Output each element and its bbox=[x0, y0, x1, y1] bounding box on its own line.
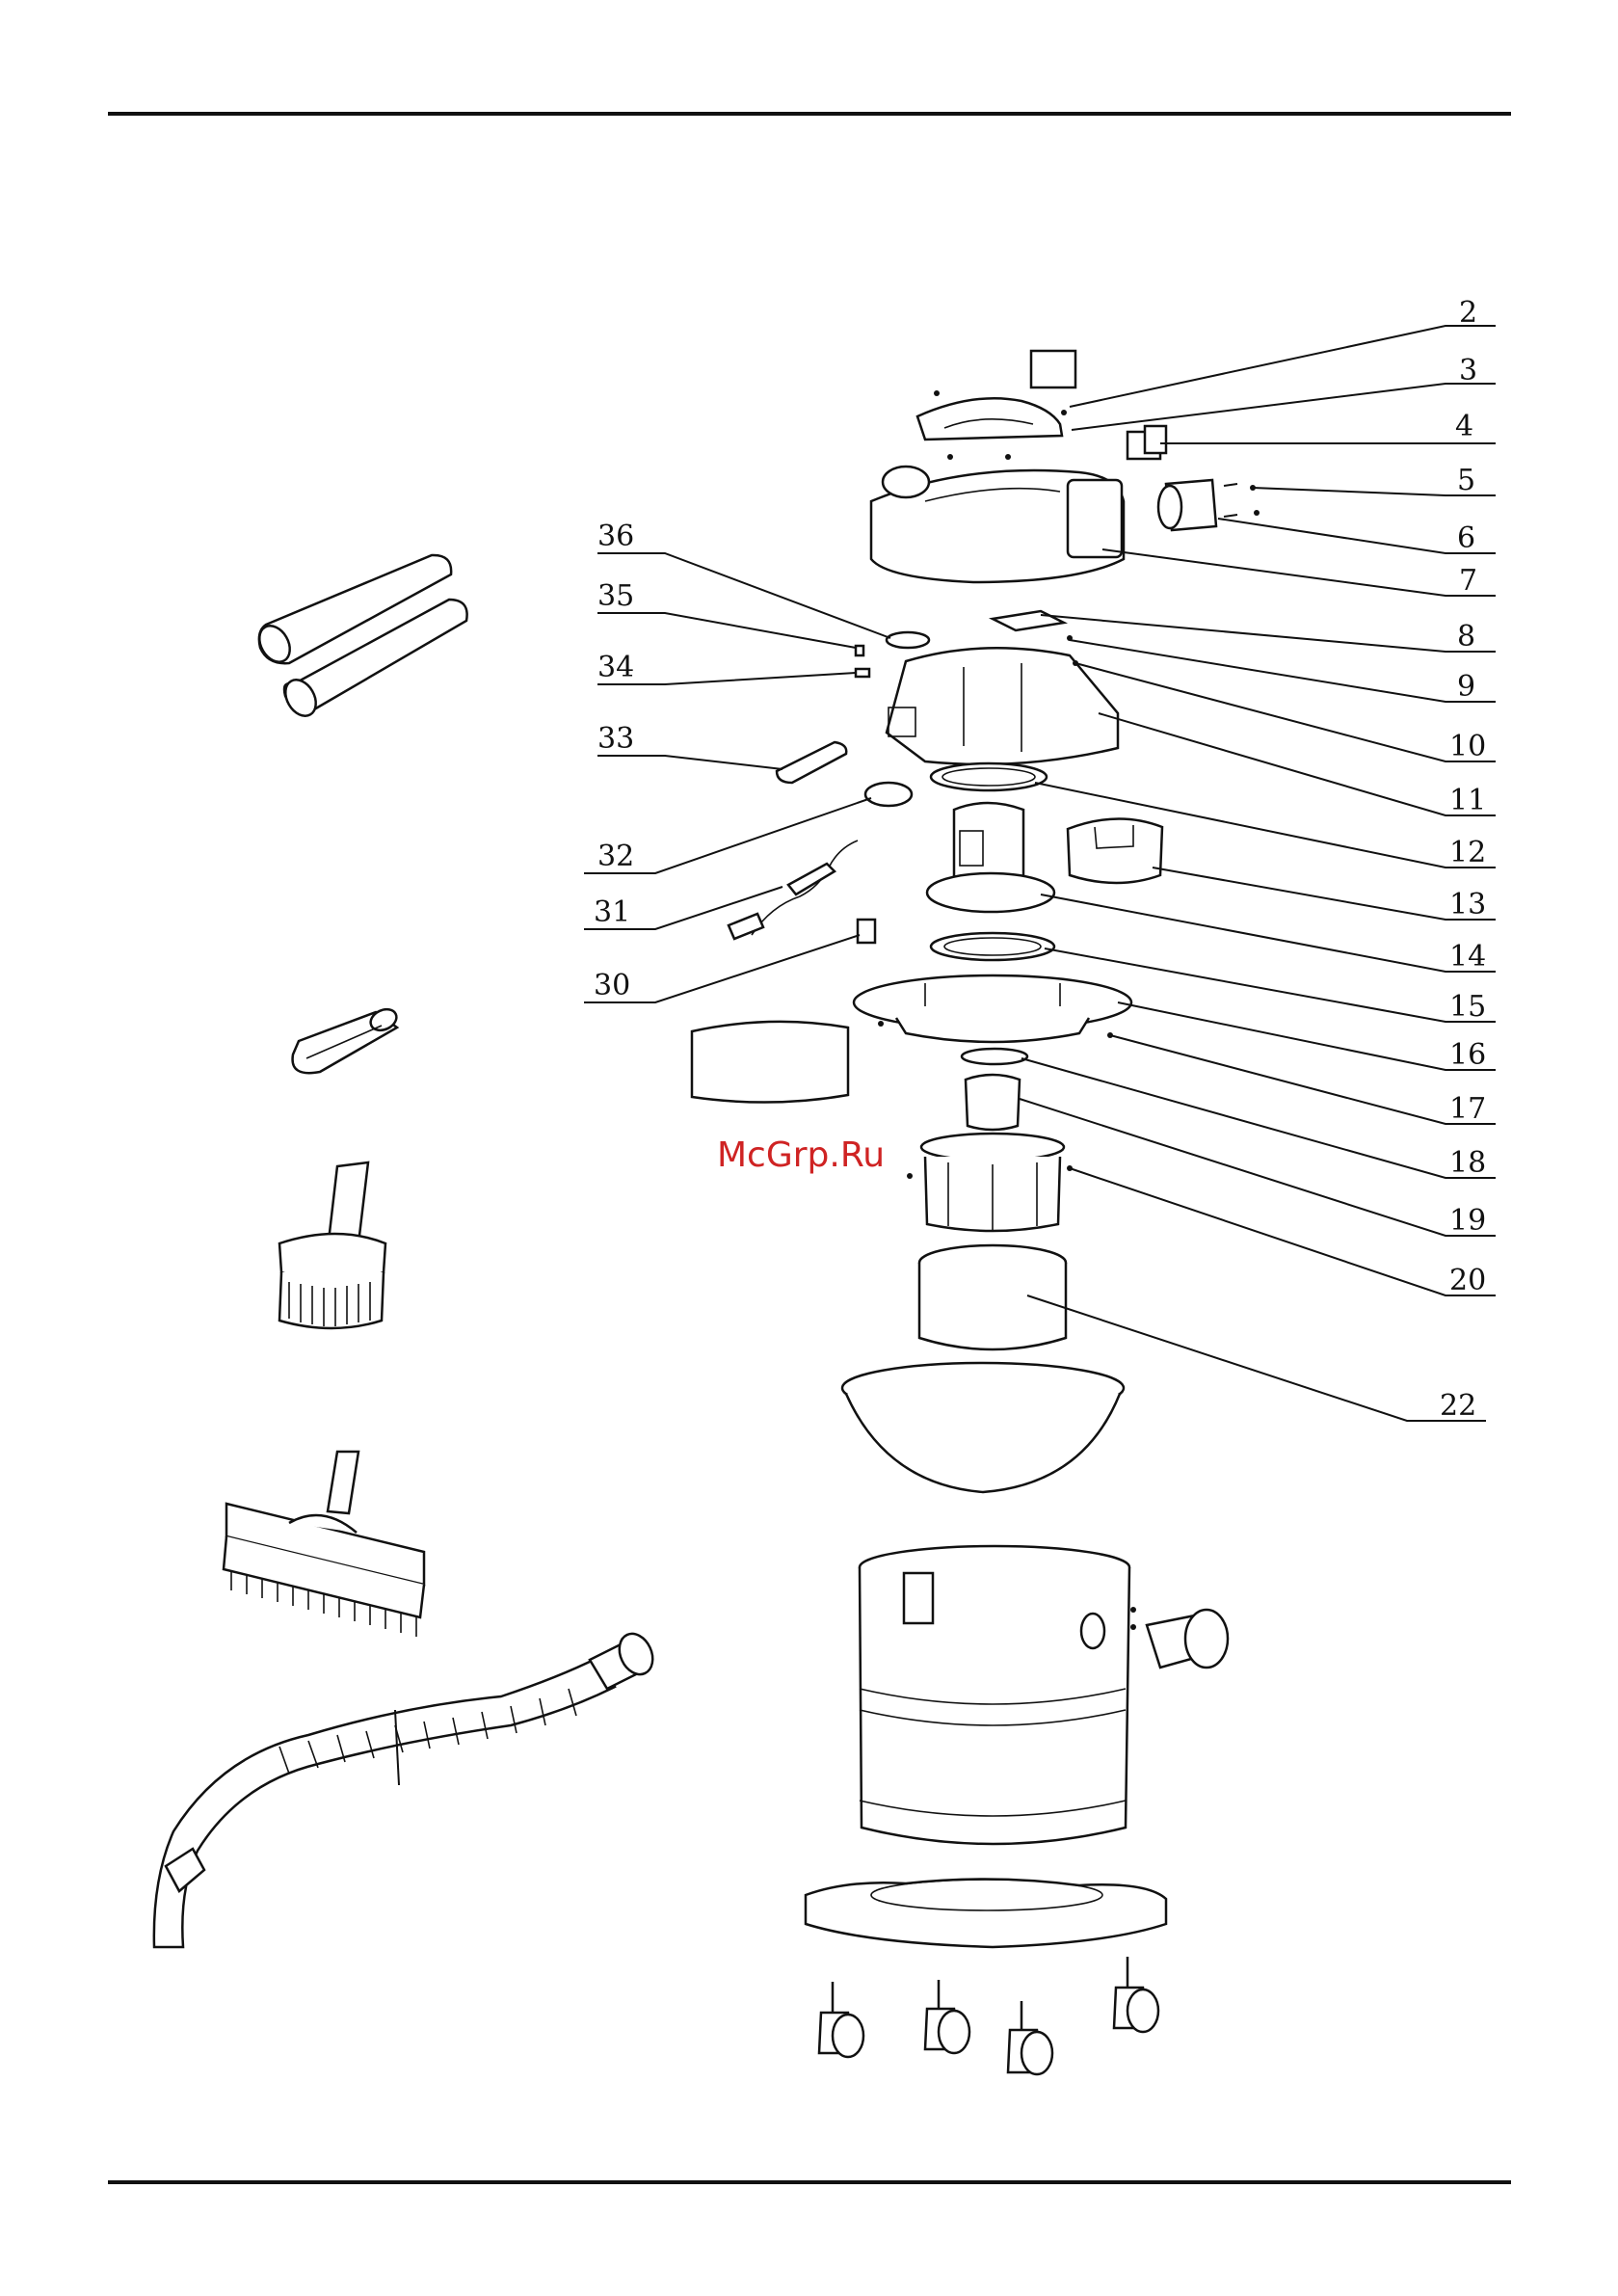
part-label-4: 4 bbox=[1455, 410, 1473, 443]
cable-clip-30 bbox=[858, 920, 875, 943]
base-frame bbox=[806, 1879, 1166, 1947]
part-label-8: 8 bbox=[1457, 620, 1475, 654]
gasket-15 bbox=[931, 933, 1054, 960]
suction-hose bbox=[154, 1628, 659, 1947]
dirt-bowl bbox=[842, 1363, 1124, 1492]
motor bbox=[927, 803, 1054, 912]
part-label-32: 32 bbox=[597, 840, 634, 873]
part-label-11: 11 bbox=[1449, 784, 1486, 817]
gasket-33 bbox=[777, 742, 846, 783]
base-plate-16 bbox=[854, 975, 1131, 1042]
part-label-31: 31 bbox=[594, 895, 630, 929]
labels-right: 2 3 4 5 6 7 8 9 10 11 12 13 14 15 16 17 … bbox=[1440, 296, 1486, 1423]
part-label-20: 20 bbox=[1449, 1264, 1486, 1297]
part-label-22: 22 bbox=[1440, 1389, 1476, 1423]
pad-32 bbox=[865, 783, 912, 806]
part-label-19: 19 bbox=[1449, 1204, 1486, 1238]
dusting-brush bbox=[279, 1162, 385, 1328]
part-label-36: 36 bbox=[597, 520, 634, 553]
power-cord bbox=[729, 841, 858, 939]
part-label-33: 33 bbox=[597, 722, 634, 756]
part-label-18: 18 bbox=[1449, 1146, 1486, 1180]
part-label-3: 3 bbox=[1459, 354, 1477, 387]
tank bbox=[860, 1546, 1129, 1844]
ring-18 bbox=[962, 1049, 1027, 1064]
filter-plate bbox=[993, 611, 1064, 630]
hose-socket bbox=[1158, 480, 1237, 530]
floor-brush bbox=[224, 1452, 424, 1637]
carry-handle bbox=[917, 390, 1067, 440]
part-label-35: 35 bbox=[597, 579, 634, 613]
part-label-17: 17 bbox=[1449, 1092, 1486, 1126]
part-label-10: 10 bbox=[1449, 730, 1486, 763]
part-label-7: 7 bbox=[1459, 564, 1477, 598]
gasket-12 bbox=[931, 763, 1047, 790]
motor-cup-13 bbox=[1068, 818, 1162, 883]
tube-19 bbox=[966, 1075, 1020, 1130]
part-label-5: 5 bbox=[1457, 464, 1475, 497]
part-label-6: 6 bbox=[1457, 521, 1475, 555]
extension-tubes bbox=[253, 555, 467, 721]
part-label-13: 13 bbox=[1449, 888, 1486, 921]
part-label-16: 16 bbox=[1449, 1038, 1486, 1072]
part-label-14: 14 bbox=[1449, 940, 1486, 974]
filter-foam bbox=[692, 1022, 848, 1103]
small-parts-34-35 bbox=[856, 646, 869, 677]
part-label-15: 15 bbox=[1449, 990, 1486, 1024]
part-label-12: 12 bbox=[1449, 836, 1486, 869]
filter-22 bbox=[919, 1245, 1066, 1349]
part-label-2: 2 bbox=[1459, 296, 1477, 330]
filter-cage-20 bbox=[907, 1134, 1073, 1232]
part-label-30: 30 bbox=[594, 969, 630, 1002]
crevice-nozzle bbox=[293, 1005, 400, 1073]
label-plate bbox=[1031, 351, 1075, 387]
motor-cover bbox=[871, 467, 1124, 582]
part-label-9: 9 bbox=[1457, 670, 1475, 704]
castor-wheels bbox=[819, 1957, 1158, 2074]
motor-housing bbox=[887, 635, 1118, 764]
part-label-34: 34 bbox=[597, 651, 634, 684]
watermark: McGrp.Ru bbox=[717, 1135, 885, 1175]
inlet-fitting bbox=[1130, 1607, 1228, 1668]
seal-ring-36 bbox=[887, 632, 929, 648]
